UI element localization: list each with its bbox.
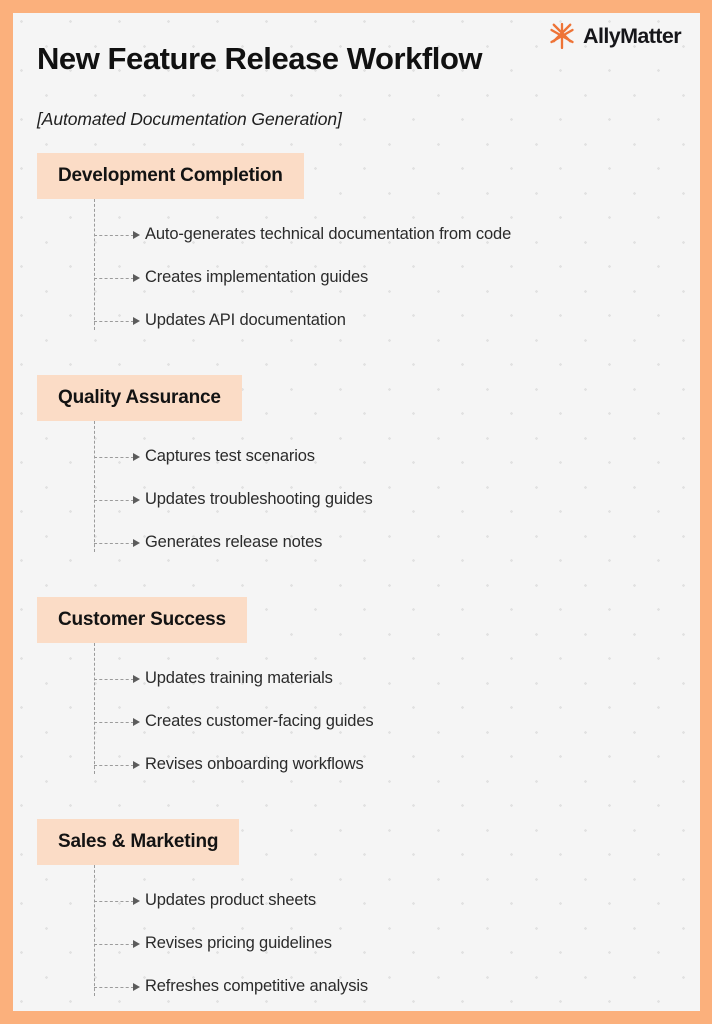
dashed-line xyxy=(94,542,134,544)
arrowhead-icon xyxy=(133,717,140,726)
arrowhead-icon xyxy=(133,760,140,769)
dashed-arrow-connector-icon xyxy=(94,230,143,240)
section-header[interactable]: Customer Success xyxy=(37,597,247,643)
list-item-label: Revises onboarding workflows xyxy=(145,755,364,774)
asterisk-starburst-icon xyxy=(547,21,577,51)
section-header[interactable]: Sales & Marketing xyxy=(37,819,240,865)
list-item-label: Revises pricing guidelines xyxy=(145,934,332,953)
arrowhead-icon xyxy=(133,674,140,683)
brand-logo: AllyMatter xyxy=(547,21,682,51)
list-item-label: Updates training materials xyxy=(145,669,333,688)
dashed-line xyxy=(94,943,134,945)
dashed-line xyxy=(94,320,134,322)
list-item: Updates API documentation xyxy=(13,299,700,342)
list-item-label: Updates troubleshooting guides xyxy=(145,490,373,509)
list-item: Captures test scenarios xyxy=(13,435,700,478)
list-item: Updates training materials xyxy=(13,657,700,700)
list-item-label: Generates release notes xyxy=(145,533,323,552)
section-header[interactable]: Development Completion xyxy=(37,153,304,199)
section-item-list: Auto-generates technical documentation f… xyxy=(13,199,700,342)
dashed-line xyxy=(94,234,134,236)
list-item-label: Creates implementation guides xyxy=(145,268,369,287)
dashed-line xyxy=(94,764,134,766)
dashed-line xyxy=(94,277,134,279)
dashed-arrow-connector-icon xyxy=(94,495,143,505)
dashed-line xyxy=(94,456,134,458)
list-item: Creates implementation guides xyxy=(13,256,700,299)
dashed-line xyxy=(94,721,134,723)
list-item: Generates release notes xyxy=(13,521,700,564)
list-item: Updates product sheets xyxy=(13,879,700,922)
list-item: Revises onboarding workflows xyxy=(13,743,700,786)
arrowhead-icon xyxy=(133,538,140,547)
list-item: Refreshes competitive analysis xyxy=(13,965,700,1008)
dashed-arrow-connector-icon xyxy=(94,982,143,992)
list-item-label: Captures test scenarios xyxy=(145,447,315,466)
poster-canvas: AllyMatter New Feature Release Workflow … xyxy=(13,13,700,1011)
arrowhead-icon xyxy=(133,982,140,991)
dashed-arrow-connector-icon xyxy=(94,538,143,548)
list-item: Revises pricing guidelines xyxy=(13,922,700,965)
dashed-arrow-connector-icon xyxy=(94,760,143,770)
list-item: Auto-generates technical documentation f… xyxy=(13,213,700,256)
list-item-label: Auto-generates technical documentation f… xyxy=(145,225,512,244)
list-item-label: Updates API documentation xyxy=(145,311,346,330)
arrowhead-icon xyxy=(133,230,140,239)
dashed-line xyxy=(94,986,134,988)
dashed-arrow-connector-icon xyxy=(94,452,143,462)
list-item-label: Updates product sheets xyxy=(145,891,316,910)
dashed-arrow-connector-icon xyxy=(94,896,143,906)
arrowhead-icon xyxy=(133,896,140,905)
arrowhead-icon xyxy=(133,273,140,282)
arrowhead-icon xyxy=(133,316,140,325)
dashed-arrow-connector-icon xyxy=(94,273,143,283)
dashed-line xyxy=(94,499,134,501)
list-item-label: Creates customer-facing guides xyxy=(145,712,374,731)
section-header[interactable]: Quality Assurance xyxy=(37,375,242,421)
list-item: Updates troubleshooting guides xyxy=(13,478,700,521)
dashed-arrow-connector-icon xyxy=(94,939,143,949)
arrowhead-icon xyxy=(133,939,140,948)
arrowhead-icon xyxy=(133,495,140,504)
arrowhead-icon xyxy=(133,452,140,461)
dashed-arrow-connector-icon xyxy=(94,674,143,684)
dashed-arrow-connector-icon xyxy=(94,717,143,727)
page-subtitle: [Automated Documentation Generation] xyxy=(37,109,342,129)
brand-name: AllyMatter xyxy=(583,23,682,48)
dashed-line xyxy=(94,900,134,902)
dashed-arrow-connector-icon xyxy=(94,316,143,326)
page-title: New Feature Release Workflow xyxy=(37,41,483,76)
list-item: Creates customer-facing guides xyxy=(13,700,700,743)
dashed-line xyxy=(94,678,134,680)
list-item-label: Refreshes competitive analysis xyxy=(145,977,368,996)
